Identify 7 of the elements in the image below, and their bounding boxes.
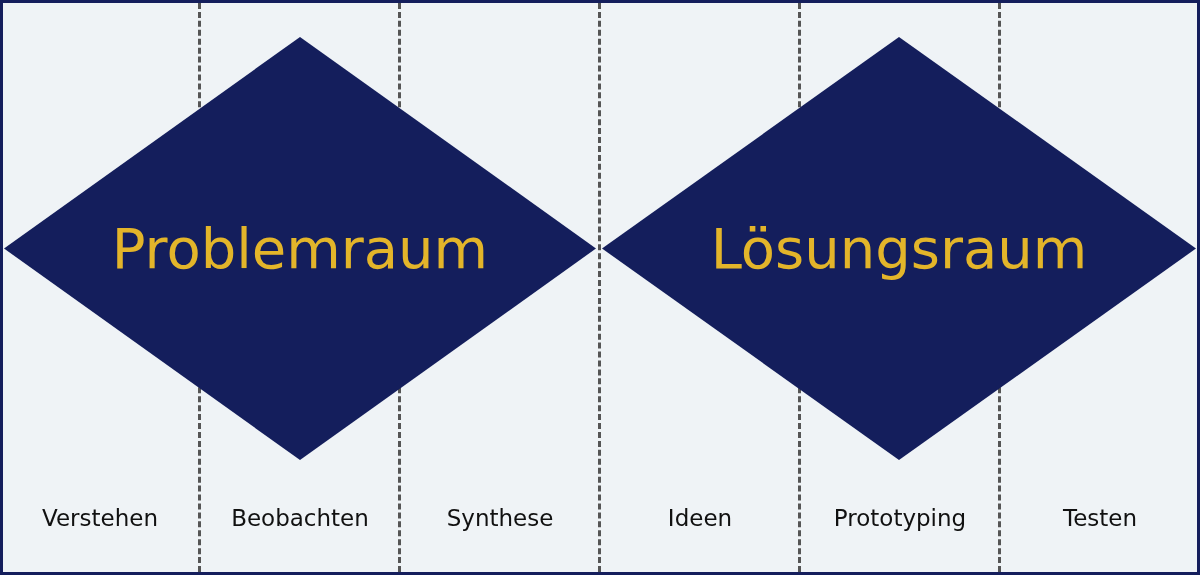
phase-label: Synthese — [446, 505, 554, 531]
phase-label: Beobachten — [231, 505, 369, 531]
phase-label: Testen — [1063, 505, 1137, 531]
phase-label: Verstehen — [42, 505, 158, 531]
phase-label: Ideen — [667, 505, 733, 531]
phase-label: Prototyping — [833, 505, 967, 531]
diamond-title: Problemraum — [111, 220, 489, 277]
